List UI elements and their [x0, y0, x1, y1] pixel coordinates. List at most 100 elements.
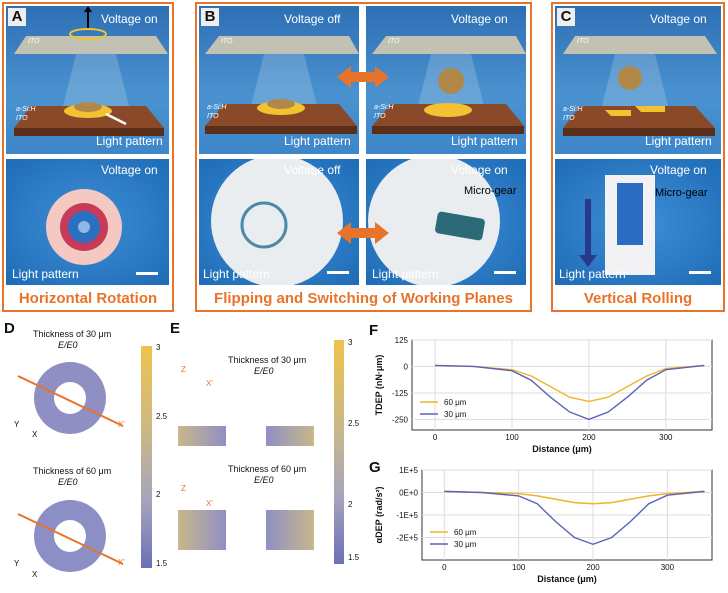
colorbar-tick: 2 — [156, 490, 161, 499]
panel-d-title-60: Thickness of 60 μm — [33, 466, 112, 476]
asih-label: a-Si:H — [207, 104, 227, 111]
y-tick-label: 0E+0 — [399, 489, 418, 498]
y-axis-label: TDEP (nN·μm) — [374, 355, 384, 416]
colorbar-tick: 1.5 — [348, 553, 360, 562]
ito-top-label: ITO — [221, 38, 233, 45]
light-pattern-label: Light pattern — [451, 134, 518, 148]
panel-d-colorbar — [141, 346, 152, 568]
panel-c-frame — [551, 2, 725, 312]
scale-bar — [327, 271, 349, 274]
voltage-label: Voltage on — [650, 12, 707, 26]
axis-y-label: Y — [14, 420, 20, 429]
section-map-60-right — [266, 510, 314, 550]
light-pattern-label: Light pattern — [559, 267, 626, 281]
x-prime-label: X' — [118, 558, 125, 567]
panel-b-standing-gear-micrograph — [368, 159, 500, 285]
panel-b-gear-outline-micrograph — [211, 159, 343, 285]
panel-a-micrograph: Voltage on Light pattern — [6, 159, 169, 285]
ito-top-label: ITO — [388, 38, 400, 45]
y-tick-label: -250 — [392, 415, 409, 424]
voltage-label: Voltage on — [650, 163, 707, 177]
panel-d-title-30: Thickness of 30 μm — [33, 329, 112, 339]
plot-area — [411, 339, 713, 431]
voltage-label: Voltage off — [284, 12, 341, 26]
panel-b-micrograph-off: Voltage off Light pattern — [199, 159, 359, 285]
colorbar-tick: 3 — [156, 343, 161, 352]
panel-c-device-drawing — [563, 36, 717, 136]
y-axis-label: αDEP (rad/s²) — [374, 487, 384, 544]
x-tick-label: 300 — [659, 433, 673, 442]
axis-x-label: X — [32, 430, 38, 439]
panel-a-device-drawing — [14, 6, 168, 136]
panel-d-subtitle-30: E/E0 — [58, 340, 78, 350]
x-tick-label: 0 — [433, 433, 438, 442]
panel-b-device-drawing-off — [205, 36, 359, 134]
panel-c-micrograph: Voltage on Micro-gear Light pattern — [555, 159, 721, 285]
panel-b-device-drawing-on — [372, 36, 526, 134]
panel-e-subtitle-60: E/E0 — [254, 475, 274, 485]
section-map-60-left — [178, 510, 226, 550]
switch-arrow-bottom-icon — [337, 222, 389, 244]
light-pattern-label: Light pattern — [203, 267, 270, 281]
legend-label: 30 μm — [454, 540, 477, 549]
x-tick-label: 100 — [512, 563, 526, 572]
panel-b-letter: B — [201, 8, 219, 26]
x-axis-label: Distance (μm) — [537, 574, 597, 584]
panel-a-caption: Horizontal Rotation — [18, 290, 158, 307]
panel-a-schematic: A Voltage on ITO a-Si:H ITO Light patter… — [6, 6, 169, 154]
scale-bar — [494, 271, 516, 274]
asih-label: a-Si:H — [374, 104, 394, 111]
section-map-30-right — [266, 426, 314, 446]
ito-top-label: ITO — [577, 38, 589, 45]
axis-x-prime-label: X' — [206, 379, 213, 388]
axis-z-label: Z — [181, 484, 186, 493]
legend-label: 30 μm — [444, 410, 467, 419]
voltage-label: Voltage off — [284, 163, 341, 177]
series-line-30-μm — [444, 490, 705, 545]
voltage-label: Voltage on — [101, 12, 158, 26]
x-tick-label: 300 — [661, 563, 675, 572]
scale-bar — [689, 271, 711, 274]
y-tick-label: 0 — [404, 362, 409, 371]
y-tick-label: -125 — [392, 389, 409, 398]
y-tick-label: -2E+5 — [396, 534, 418, 543]
colorbar-tick: 1.5 — [156, 559, 168, 568]
panel-e-subtitle-30: E/E0 — [254, 366, 274, 376]
panel-c-schematic: C Voltage on ITO a-Si:H ITO Light patter… — [555, 6, 721, 154]
x-axis-label: Distance (μm) — [532, 444, 592, 454]
panel-a-letter: A — [8, 8, 26, 26]
light-pattern-label: Light pattern — [372, 267, 439, 281]
series-line-60-μm — [435, 364, 705, 403]
panel-a-gear-micrograph — [46, 189, 122, 265]
panel-a-frame — [2, 2, 174, 312]
colorbar-tick: 2.5 — [156, 412, 168, 421]
section-map-30-left — [178, 426, 226, 446]
light-pattern-label: Light pattern — [12, 267, 79, 281]
ito-bottom-label: ITO — [207, 113, 219, 120]
asih-label: a-Si:H — [563, 106, 583, 113]
series-line-60-μm — [444, 490, 705, 505]
ito-top-label: ITO — [28, 38, 40, 45]
micro-gear-label: Micro-gear — [464, 185, 517, 197]
ito-bottom-label: ITO — [563, 115, 575, 122]
ito-bottom-label: ITO — [374, 113, 386, 120]
panel-b-schematic-on: Voltage on ITO a-Si:H ITO Light pattern — [366, 6, 526, 154]
panel-b-micrograph-on: Voltage on Micro-gear Light pattern — [366, 159, 526, 285]
panel-c-letter: C — [557, 8, 575, 26]
light-pattern-label: Light pattern — [96, 134, 163, 148]
panel-f-letter: F — [369, 322, 379, 339]
y-tick-label: 125 — [395, 336, 409, 345]
panel-b-caption: Flipping and Switching of Working Planes — [214, 290, 513, 307]
ito-bottom-label: ITO — [16, 115, 28, 122]
panel-c-rolling-gear-micrograph — [579, 175, 655, 275]
axis-x-label: X — [32, 570, 38, 579]
switch-arrow-top-icon — [337, 66, 389, 88]
scale-bar — [136, 272, 158, 275]
axis-z-label: Z — [181, 365, 186, 374]
light-pattern-label: Light pattern — [645, 134, 712, 148]
gear-field-map-60 — [17, 500, 124, 572]
micro-gear-label: Micro-gear — [655, 187, 708, 199]
panel-e-colorbar — [334, 340, 344, 564]
